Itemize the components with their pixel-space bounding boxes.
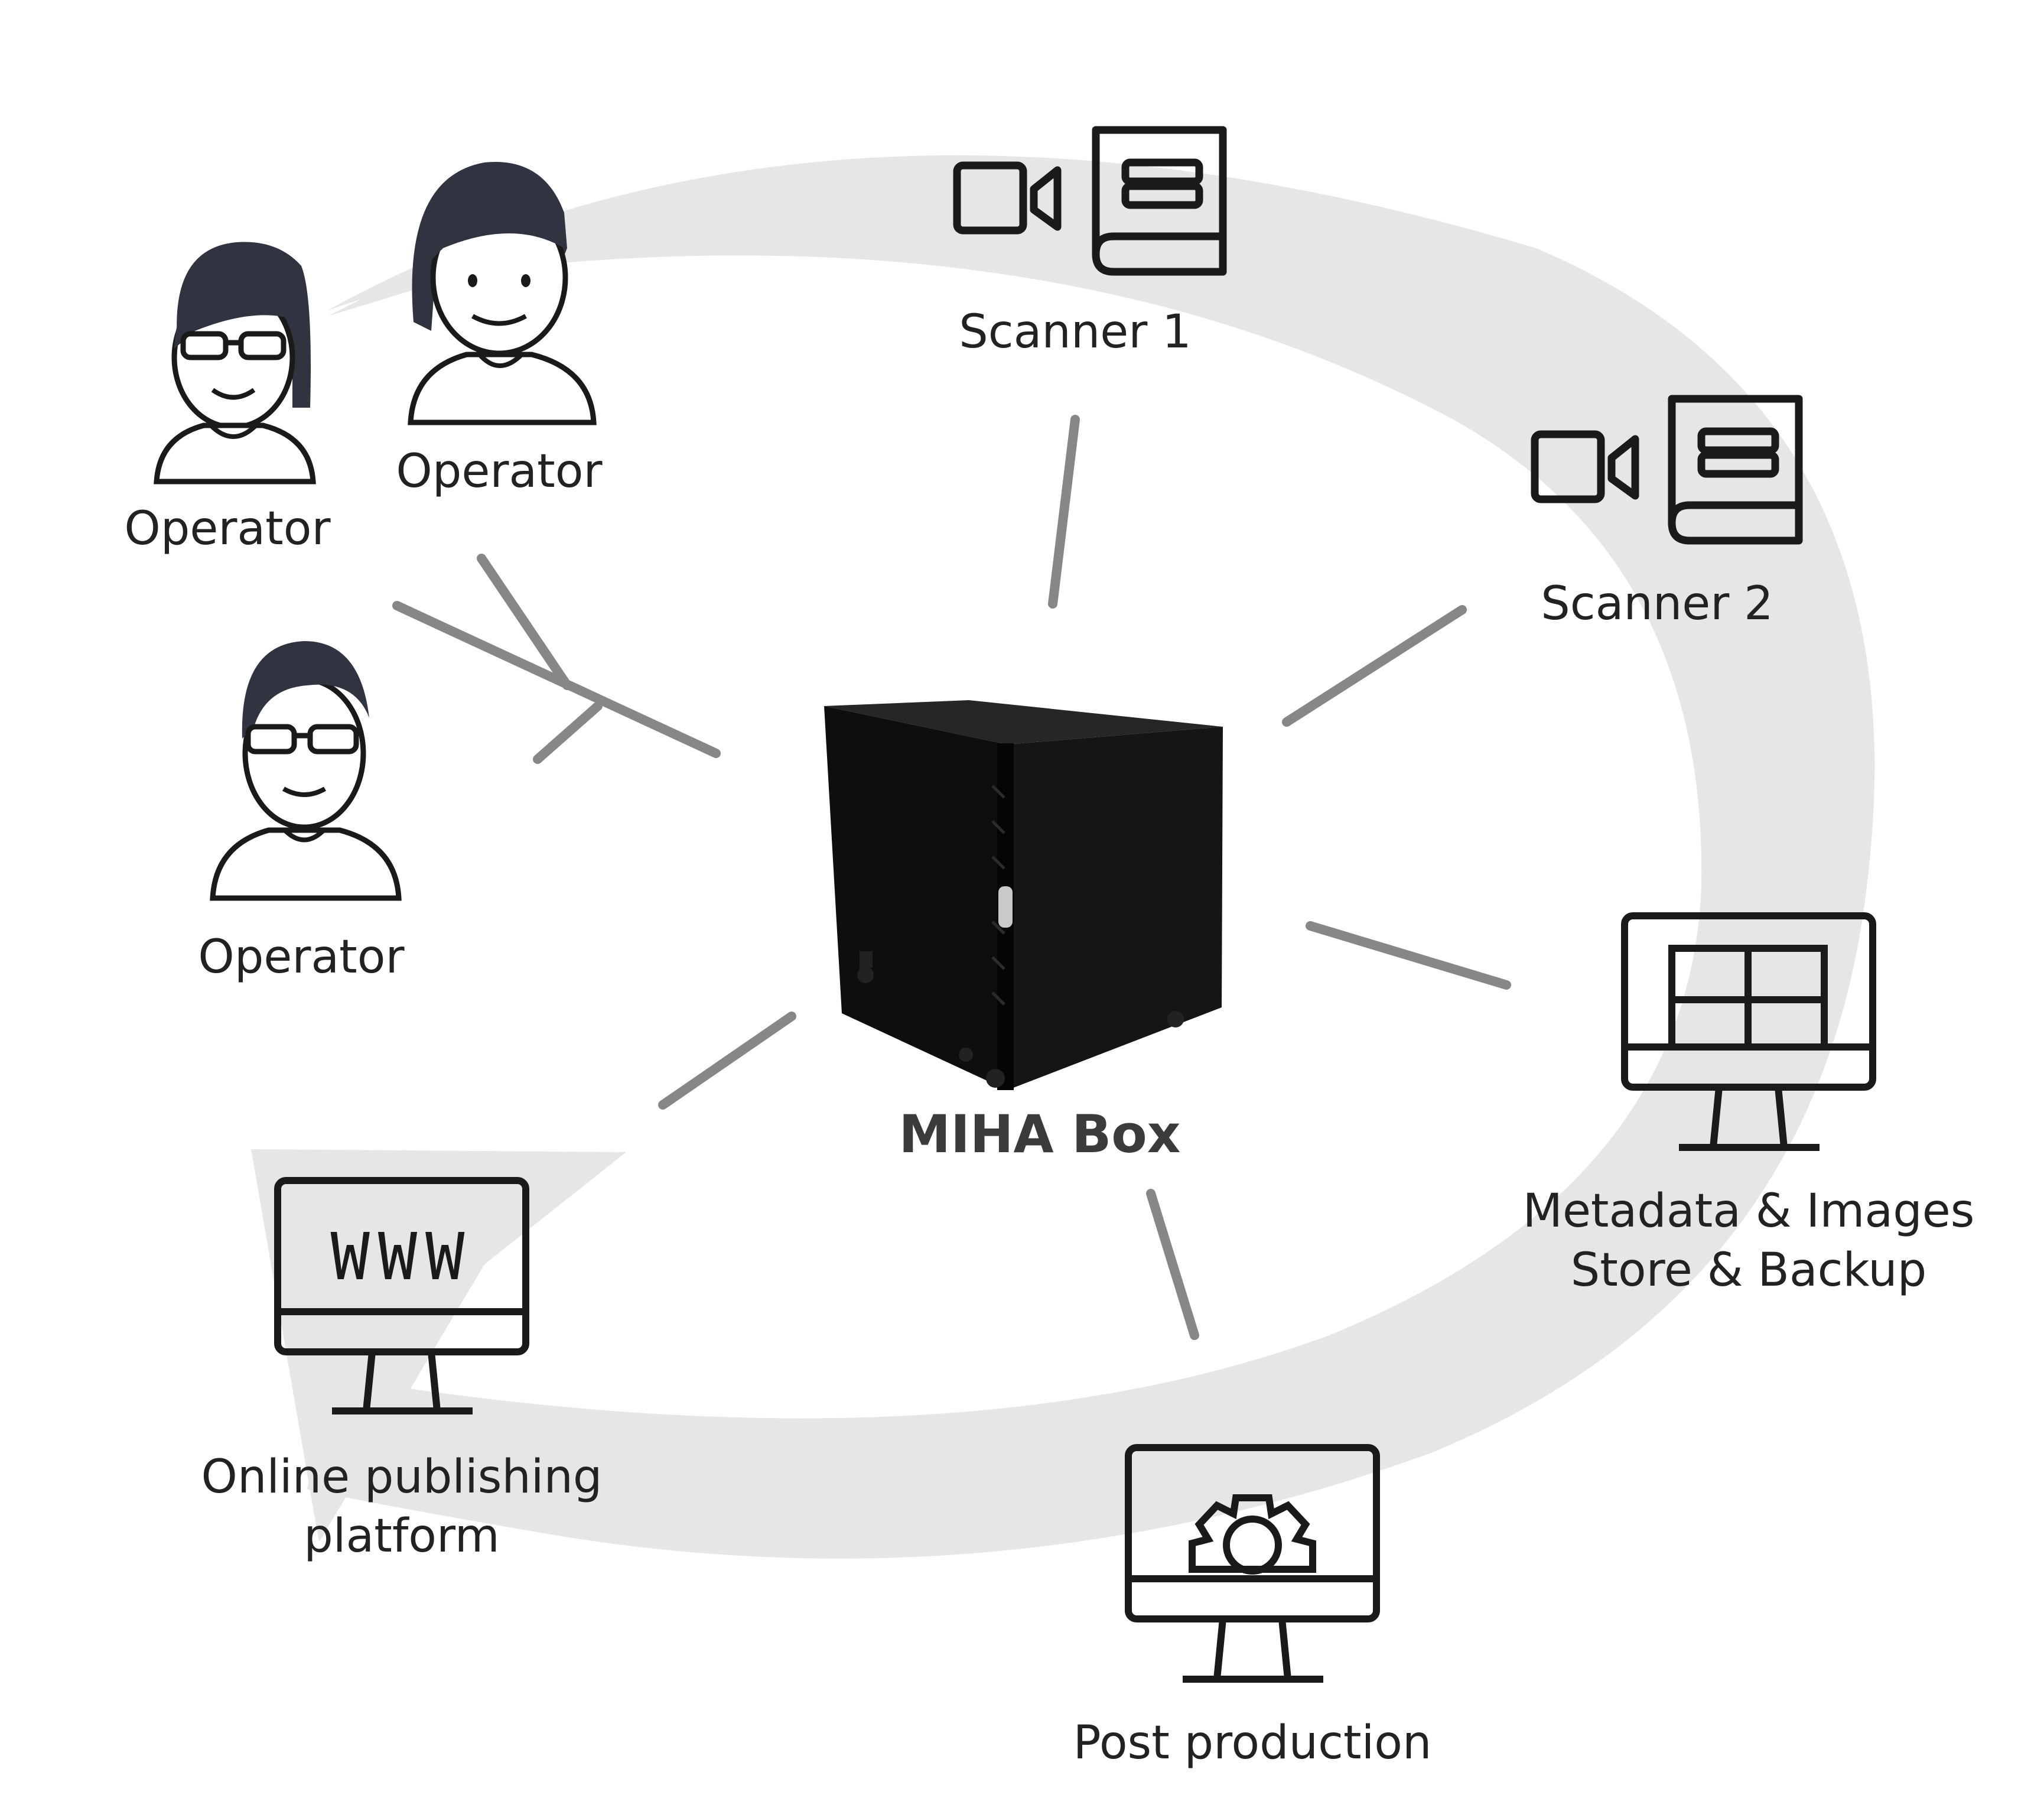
www-screen-text: WWW [331, 1219, 473, 1295]
metadata-label-line-1: Metadata & Images [1522, 1185, 1975, 1238]
scanner-2-label: Scanner 2 [1541, 577, 1773, 630]
scanner-1-icon-group [953, 126, 1227, 276]
monitor-gear-icon [1125, 1444, 1380, 1683]
book-icon [1668, 395, 1803, 545]
gear-icon [1189, 1494, 1316, 1573]
server-cabinet-icon [824, 700, 1223, 1090]
connector-lines [392, 415, 1511, 1340]
connector-metadata [1306, 921, 1511, 990]
online-publishing-label-line-1: Online publishing [201, 1451, 603, 1504]
post-production-label: Post production [1073, 1716, 1432, 1770]
video-camera-icon [1531, 430, 1639, 503]
video-camera-icon [953, 161, 1062, 235]
miha-box-label: MIHA Box [899, 1104, 1181, 1165]
monitor-gallery-icon [1621, 912, 1876, 1151]
operator-1-label: Operator [124, 502, 331, 555]
monitor-www-icon [274, 1177, 529, 1414]
connector-operators-b [477, 554, 572, 690]
metadata-label: Metadata & Images Store & Backup [1489, 1182, 2009, 1300]
operator-2-label: Operator [396, 445, 603, 498]
metadata-label-line-2: Store & Backup [1570, 1244, 1927, 1297]
connector-post-production [1146, 1189, 1199, 1340]
operator-woman-glasses-icon [154, 242, 316, 484]
connector-online-publishing [658, 1012, 796, 1110]
operator-man-glasses-icon [210, 641, 402, 901]
scanner-1-label: Scanner 1 [959, 305, 1192, 359]
online-publishing-label-line-2: platform [304, 1510, 500, 1563]
connector-operators-c [533, 701, 603, 764]
operator-woman-icon [408, 162, 597, 425]
connector-operators-a [392, 601, 721, 758]
scanner-2-icon-group [1531, 395, 1803, 545]
connector-scanner-2 [1282, 605, 1467, 727]
connector-scanner-1 [1048, 415, 1080, 609]
operator-3-label: Operator [198, 931, 405, 984]
book-icon [1092, 126, 1227, 276]
online-publishing-label: Online publishing platform [154, 1448, 650, 1566]
